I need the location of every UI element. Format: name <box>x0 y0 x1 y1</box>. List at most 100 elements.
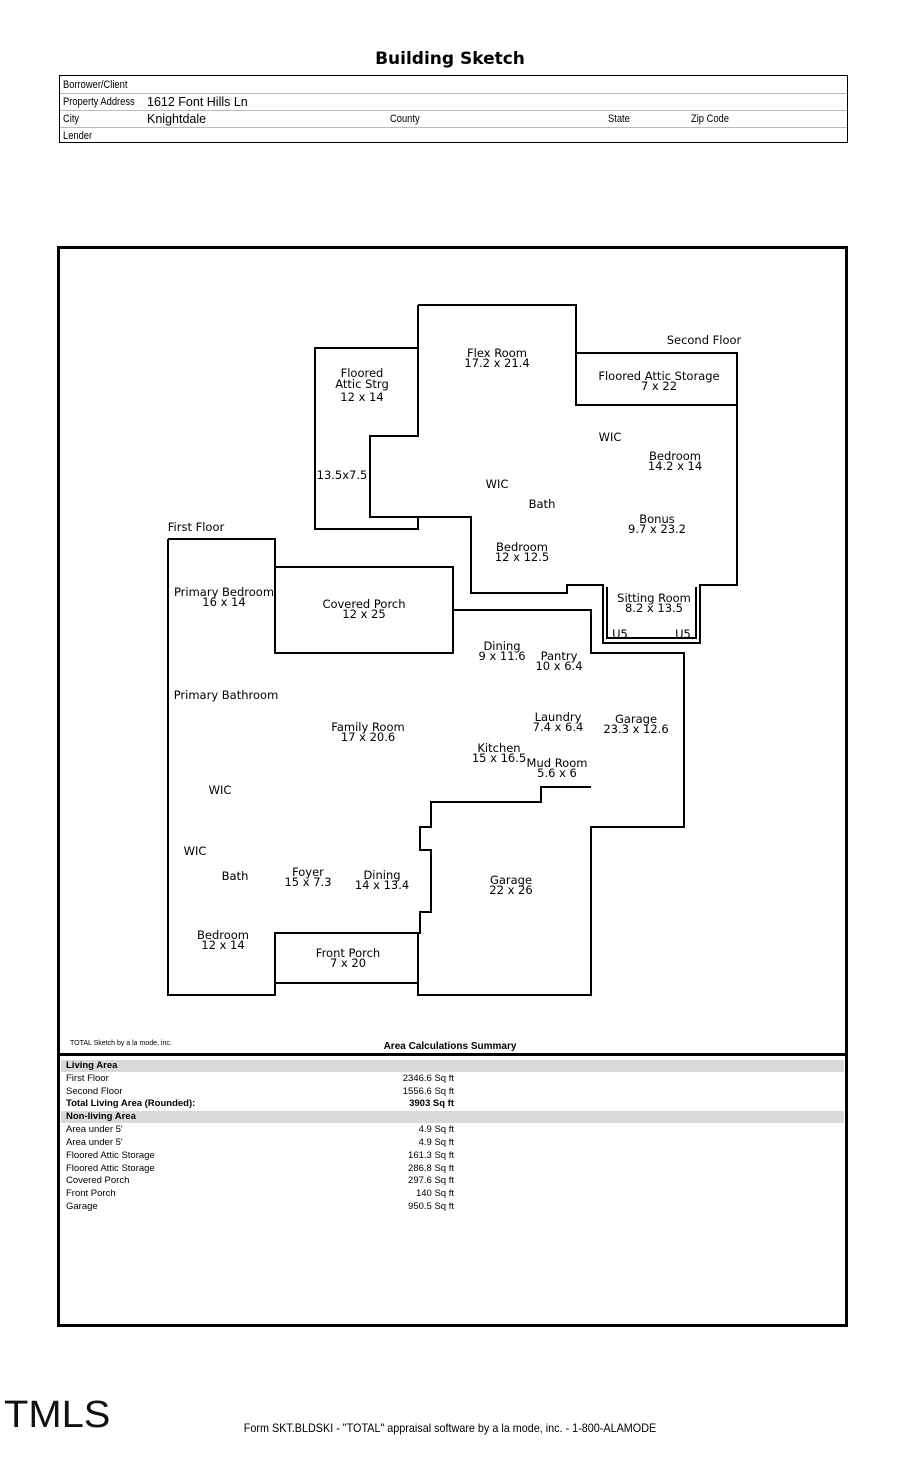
room-label: Front Porch <box>316 946 380 960</box>
address-label: Property Address <box>63 96 135 108</box>
room-label: Bath <box>222 869 249 883</box>
borrower-row: Borrower/Client <box>60 76 847 94</box>
form-footer: Form SKT.BLDSKI - "TOTAL" appraisal soft… <box>243 1421 657 1435</box>
sitting-room-inner <box>606 587 697 639</box>
room-label: Garage <box>615 712 657 726</box>
nonliving-label: Garage <box>66 1201 98 1212</box>
room-label: Garage <box>490 873 532 887</box>
room-label: Primary Bedroom <box>174 585 274 599</box>
room-dimensions: 9 x 11.6 <box>478 649 525 663</box>
room-label: Laundry <box>535 710 582 724</box>
room-label: Bedroom <box>649 449 701 463</box>
room-label: Flex Room <box>467 346 527 360</box>
city-label: City <box>63 113 80 125</box>
nonliving-label: Front Porch <box>66 1188 116 1199</box>
nonliving-value: 286.8 Sq ft <box>408 1163 454 1174</box>
first-floor-label: First Floor <box>168 520 225 534</box>
room-label: Foyer <box>292 865 324 879</box>
borrower-label: Borrower/Client <box>63 79 128 91</box>
nonliving-value: 4.9 Sq ft <box>418 1137 454 1148</box>
room-dimensions: 7 x 20 <box>330 956 366 970</box>
property-info-table: Borrower/Client Property Address 1612 Fo… <box>59 75 848 143</box>
room-label: Mud Room <box>527 756 588 770</box>
city-row: City Knightdale County State Zip Code <box>60 110 847 128</box>
first-floor-outline <box>167 538 685 996</box>
nonliving-label: Area under 5' <box>66 1124 123 1135</box>
tmls-logo: TMLS <box>4 1394 111 1436</box>
second-floor-value: 1556.6 Sq ft <box>402 1086 454 1097</box>
room-label: Floored <box>341 366 384 380</box>
room-label: WIC <box>599 430 622 444</box>
room-label: WIC <box>184 844 207 858</box>
lender-row: Lender <box>60 127 847 144</box>
room-label: Covered Porch <box>322 597 405 611</box>
nonliving-area-header: Non-living Area <box>66 1111 136 1122</box>
nonliving-value: 950.5 Sq ft <box>408 1201 454 1212</box>
software-credit: TOTAL Sketch by a la mode, inc. <box>70 1040 172 1047</box>
nonliving-label: Covered Porch <box>66 1175 130 1186</box>
room-label: Dining <box>483 639 520 653</box>
room-label: Attic Strg <box>335 377 389 391</box>
room-dimensions: 7 x 22 <box>641 379 677 393</box>
nonliving-label: Floored Attic Storage <box>66 1163 155 1174</box>
attic-storage-left <box>314 347 419 530</box>
second-floor-label: Second Floor <box>667 333 742 347</box>
summary-divider <box>57 1053 848 1056</box>
room-dimensions: 14 x 13.4 <box>355 878 409 892</box>
zip-label: Zip Code <box>691 113 729 125</box>
nonliving-label: Floored Attic Storage <box>66 1150 155 1161</box>
room-dimensions: 8.2 x 13.5 <box>625 601 683 615</box>
first-floor-label: First Floor <box>66 1073 109 1084</box>
lender-label: Lender <box>63 130 93 142</box>
county-label: County <box>390 113 420 125</box>
room-dimensions: 15 x 16.5 <box>472 751 526 765</box>
nonliving-area-band <box>61 1111 844 1123</box>
room-label: Sitting Room <box>617 591 691 605</box>
city-value: Knightdale <box>147 112 207 126</box>
summary-title: Area Calculations Summary <box>383 1041 517 1052</box>
room-dimensions: 12 x 14 <box>340 390 383 404</box>
address-row: Property Address 1612 Font Hills Ln <box>60 93 847 111</box>
state-label: State <box>608 113 630 125</box>
total-living-value: 3903 Sq ft <box>409 1098 454 1109</box>
room-label: Primary Bathroom <box>174 688 279 702</box>
room-dimensions: 17 x 20.6 <box>341 730 395 744</box>
sketch-frame <box>57 246 848 1327</box>
room-dimensions: 16 x 14 <box>202 595 245 609</box>
room-dimensions: 15 x 7.3 <box>284 875 331 889</box>
nonliving-label: Area under 5' <box>66 1137 123 1148</box>
room-label: Floored Attic Storage <box>598 369 719 383</box>
second-floor-outline <box>369 304 738 644</box>
room-label: Bonus <box>639 512 675 526</box>
room-dimensions: 12 x 12.5 <box>495 550 549 564</box>
room-label: 13.5x7.5 <box>317 468 368 482</box>
garage-divider <box>274 786 591 983</box>
nonliving-value: 161.3 Sq ft <box>408 1150 454 1161</box>
page-title: Building Sketch <box>375 49 525 69</box>
room-dimensions: 12 x 25 <box>342 607 385 621</box>
room-label: WIC <box>486 477 509 491</box>
room-dimensions: 5.6 x 6 <box>537 766 577 780</box>
room-label: Kitchen <box>477 741 520 755</box>
room-dimensions: 14.2 x 14 <box>648 459 702 473</box>
room-dimensions: 17.2 x 21.4 <box>464 356 529 370</box>
room-label: Bedroom <box>496 540 548 554</box>
room-dimensions: 7.4 x 6.4 <box>533 720 584 734</box>
living-area-header: Living Area <box>66 1060 118 1071</box>
room-label: Pantry <box>541 649 578 663</box>
nonliving-value: 4.9 Sq ft <box>418 1124 454 1135</box>
room-dimensions: 12 x 14 <box>201 938 244 952</box>
nonliving-value: 140 Sq ft <box>415 1188 454 1199</box>
room-label: Family Room <box>331 720 404 734</box>
room-label: Bath <box>529 497 556 511</box>
total-living-label: Total Living Area (Rounded): <box>66 1098 196 1109</box>
room-label: U5 <box>612 627 628 641</box>
room-dimensions: 10 x 6.4 <box>535 659 582 673</box>
nonliving-value: 297.6 Sq ft <box>408 1175 454 1186</box>
room-dimensions: 22 x 26 <box>489 883 532 897</box>
room-label: WIC <box>209 783 232 797</box>
address-value: 1612 Font Hills Ln <box>147 95 248 109</box>
room-label: U5 <box>675 627 691 641</box>
covered-porch-outline <box>274 567 454 654</box>
living-area-band <box>61 1060 844 1072</box>
